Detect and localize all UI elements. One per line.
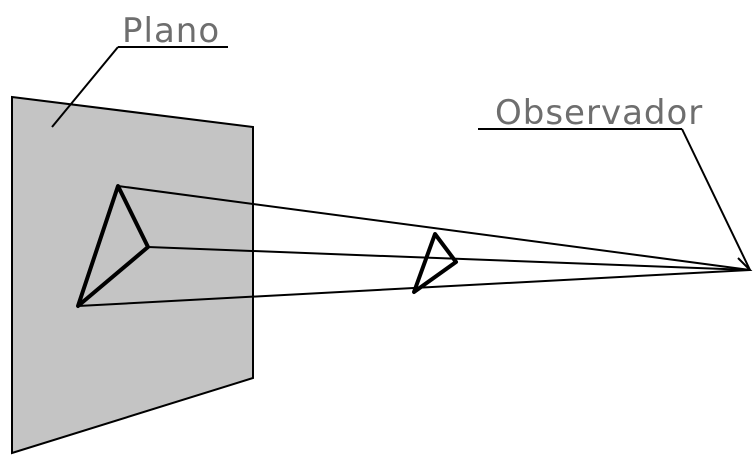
- plane-label-leader: [51, 46, 119, 128]
- projection-ray-top: [117, 185, 751, 271]
- projection-ray-middle: [147, 246, 751, 271]
- observer-label: Observador: [495, 93, 703, 133]
- observer-label-leader: [681, 128, 751, 271]
- plane-label: Plano: [122, 11, 220, 51]
- object-triangle: [412, 232, 458, 294]
- projection-plane: [11, 95, 254, 455]
- projected-triangle-inner-edge: [77, 185, 119, 307]
